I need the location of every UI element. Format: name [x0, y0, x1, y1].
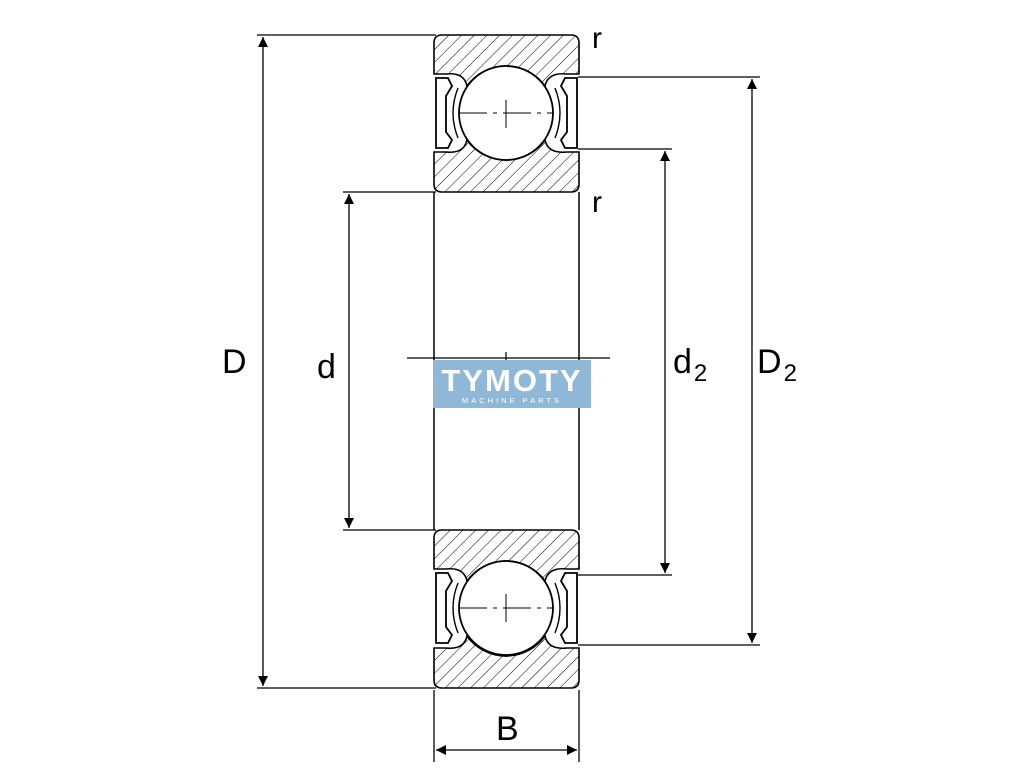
- watermark-subtitle: MACHINE PARTS: [462, 396, 562, 405]
- lower-cage: [452, 582, 561, 634]
- label-outer-diameter: D: [222, 343, 247, 381]
- upper-section: [433, 34, 580, 193]
- watermark-title: TYMOTY: [441, 363, 582, 398]
- upper-cage: [452, 87, 561, 139]
- label-width: B: [496, 710, 519, 748]
- lower-left-seal: [435, 572, 454, 644]
- lower-right-seal: [559, 572, 578, 644]
- label-bore-diameter: d: [317, 348, 336, 386]
- extension-lines: [257, 34, 760, 762]
- watermark: TYMOTY MACHINE PARTS: [433, 360, 591, 408]
- label-inner-shoulder: d2: [673, 343, 707, 387]
- label-inner-shoulder-subscript: 2: [694, 360, 707, 387]
- label-inner-shoulder-base: d: [673, 343, 692, 381]
- upper-right-seal: [559, 77, 578, 149]
- lower-outer-ring: [433, 634, 580, 689]
- label-outer-shoulder: D2: [757, 343, 797, 387]
- label-chamfer-top: r: [592, 22, 602, 55]
- upper-left-seal: [435, 77, 454, 149]
- label-chamfer-bottom: r: [592, 186, 602, 219]
- label-outer-shoulder-base: D: [757, 343, 782, 381]
- watermark-background: [433, 360, 591, 408]
- lower-section: [433, 529, 580, 689]
- label-outer-shoulder-subscript: 2: [784, 360, 797, 387]
- dimension-lines: [258, 37, 757, 755]
